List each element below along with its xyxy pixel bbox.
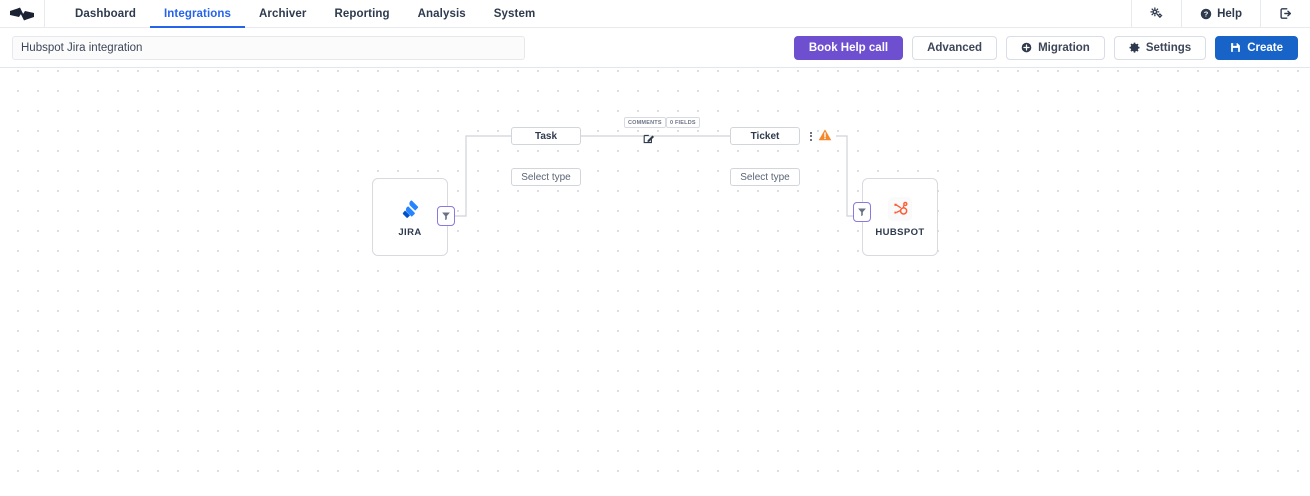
flow-diagram: JIRA HUBSPOT xyxy=(0,68,1310,476)
logout-button[interactable] xyxy=(1260,0,1310,27)
nav-item-archiver[interactable]: Archiver xyxy=(245,0,320,27)
nav-item-analysis[interactable]: Analysis xyxy=(404,0,480,27)
help-label: Help xyxy=(1217,7,1242,20)
type-selector-hubspot[interactable]: Select type xyxy=(730,168,800,186)
nav-label: Analysis xyxy=(417,7,466,20)
hubspot-filter-button[interactable] xyxy=(853,202,871,222)
logout-icon xyxy=(1280,8,1292,19)
more-vertical-icon xyxy=(810,138,812,141)
type-selector-label: Select type xyxy=(740,171,790,183)
filter-icon xyxy=(858,208,866,217)
link-chip-label: COMMENTS xyxy=(628,119,662,126)
integration-flow-canvas[interactable]: JIRA HUBSPOT xyxy=(0,68,1310,476)
type-selector-label: Select type xyxy=(521,171,571,183)
app-logo[interactable] xyxy=(0,0,45,27)
link-chip-comments[interactable]: COMMENTS xyxy=(624,117,666,128)
global-settings-button[interactable] xyxy=(1131,0,1181,27)
create-button[interactable]: Create xyxy=(1215,35,1298,60)
jira-logo-icon xyxy=(398,197,422,221)
link-chip-fields[interactable]: 0 FIELDS xyxy=(666,117,700,128)
primary-nav-items: Dashboard Integrations Archiver Reportin… xyxy=(45,0,550,28)
question-circle-icon: ? xyxy=(1200,8,1212,19)
nav-item-dashboard[interactable]: Dashboard xyxy=(61,0,150,27)
top-navigation-bar: Dashboard Integrations Archiver Reportin… xyxy=(0,0,1310,28)
gear-icon xyxy=(1150,7,1163,19)
help-button[interactable]: ? Help xyxy=(1181,0,1260,27)
entity-box-task[interactable]: Task xyxy=(511,127,581,145)
link-options-menu-button[interactable] xyxy=(806,129,816,143)
action-buttons-group: Book Help call Advanced Migration Settin… xyxy=(793,35,1298,60)
warning-triangle-icon xyxy=(818,129,832,141)
link-chip-label: 0 FIELDS xyxy=(670,119,696,126)
jira-filter-button[interactable] xyxy=(437,206,455,226)
nav-label: Archiver xyxy=(258,7,307,20)
nav-label: System xyxy=(493,7,536,20)
link-warning-indicator[interactable] xyxy=(818,128,832,142)
more-vertical-icon xyxy=(810,131,812,134)
settings-button[interactable]: Settings xyxy=(1113,35,1207,60)
nav-label: Integrations xyxy=(163,7,231,20)
node-label-jira: JIRA xyxy=(398,226,422,238)
plus-circle-icon xyxy=(1021,42,1032,53)
entity-label-task: Task xyxy=(534,130,558,142)
nav-item-integrations[interactable]: Integrations xyxy=(149,0,245,28)
book-help-call-label: Book Help call xyxy=(808,41,889,54)
nav-label: Reporting xyxy=(334,7,390,20)
migration-label: Migration xyxy=(1038,41,1090,54)
type-selector-jira[interactable]: Select type xyxy=(511,168,581,186)
integration-action-bar: Book Help call Advanced Migration Settin… xyxy=(0,28,1310,68)
node-label-hubspot: HUBSPOT xyxy=(875,226,925,238)
entity-label-ticket: Ticket xyxy=(750,130,780,142)
advanced-button[interactable]: Advanced xyxy=(912,35,998,60)
settings-label: Settings xyxy=(1145,41,1192,54)
migration-button[interactable]: Migration xyxy=(1006,35,1105,60)
integration-title-input[interactable] xyxy=(12,35,525,60)
advanced-label: Advanced xyxy=(927,41,983,54)
flow-node-jira[interactable]: JIRA xyxy=(372,178,448,256)
book-help-call-button[interactable]: Book Help call xyxy=(793,35,904,60)
more-vertical-icon xyxy=(810,135,812,137)
bowtie-logo-icon xyxy=(10,7,34,20)
edit-mapping-button[interactable] xyxy=(643,132,655,144)
gear-icon xyxy=(1129,42,1140,53)
filter-icon xyxy=(442,212,450,221)
nav-item-system[interactable]: System xyxy=(480,0,550,27)
entity-box-ticket[interactable]: Ticket xyxy=(730,127,800,145)
save-disk-icon xyxy=(1231,43,1241,52)
nav-item-reporting[interactable]: Reporting xyxy=(320,0,403,27)
flow-node-hubspot[interactable]: HUBSPOT xyxy=(862,178,938,256)
hubspot-logo-icon xyxy=(888,196,912,221)
nav-label: Dashboard xyxy=(75,7,136,20)
nav-right-actions: ? Help xyxy=(1131,0,1310,27)
create-label: Create xyxy=(1247,41,1283,54)
svg-text:?: ? xyxy=(1204,9,1209,18)
edit-pencil-icon xyxy=(643,134,655,144)
connector-wires xyxy=(454,135,880,217)
